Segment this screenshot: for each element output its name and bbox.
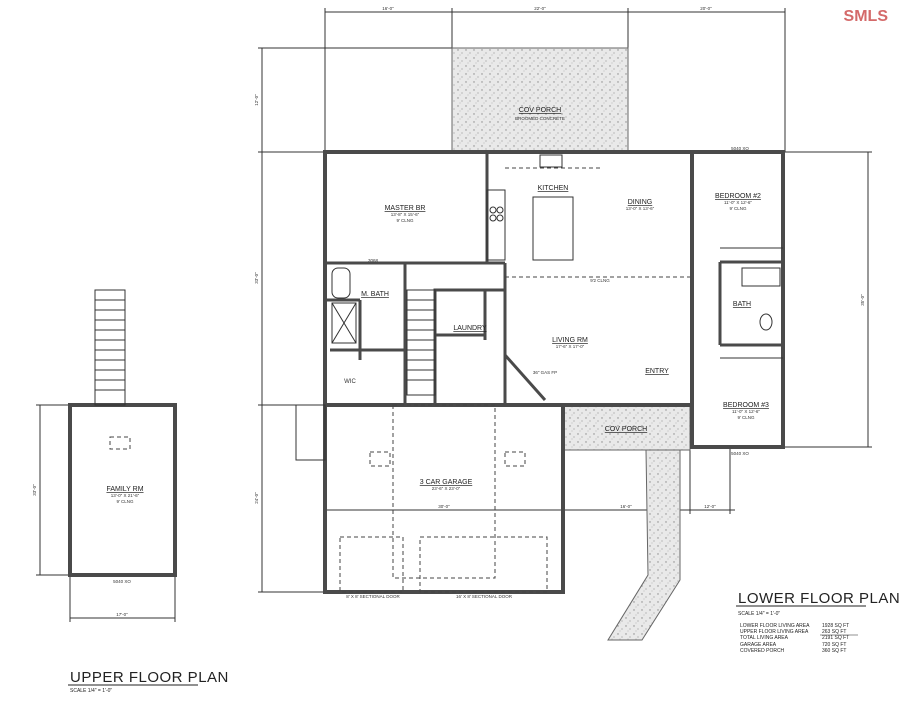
note-door-left: 8' X 8' SECTIONAL DOOR <box>346 594 400 599</box>
dim-wing-width: 12'-0" <box>704 504 716 509</box>
note-window-bottom: 5040 XO <box>731 451 749 456</box>
label-bedroom2: BEDROOM #2 <box>715 193 761 200</box>
note-ceiling: 9'2 CLNG <box>590 278 610 283</box>
label-mbath: M. BATH <box>361 291 389 298</box>
note-door-right: 16' X 8' SECTIONAL DOOR <box>456 594 513 599</box>
upper-window: 5040 XO <box>113 579 131 584</box>
area-value: 1928 SQ FT <box>822 623 849 629</box>
label-living: LIVING RM <box>552 337 588 344</box>
dim-top-1: 16'-0" <box>382 6 394 11</box>
tub <box>741 267 781 287</box>
area-value: 720 SQ FT <box>822 642 846 648</box>
dim-right: 35'-0" <box>860 294 865 306</box>
label-kitchen: KITCHEN <box>538 185 569 192</box>
note-door: 3068 <box>368 258 379 263</box>
label-bedroom3: BEDROOM #3 <box>723 402 769 409</box>
label-bath: BATH <box>733 301 751 308</box>
label-bedroom2-sub: 11'-0" X 12'-6" <box>724 200 752 205</box>
master-tub <box>331 267 351 299</box>
label-master-ceiling: 9' CLNG <box>396 218 414 223</box>
lower-plan-title: LOWER FLOOR PLAN <box>738 590 900 607</box>
dim-top-3: 20'-0" <box>700 6 712 11</box>
upper-plan-title: UPPER FLOOR PLAN <box>70 669 229 686</box>
dim-upper-depth: 33'-0" <box>32 484 37 496</box>
lower-plan-scale: SCALE 1/4" = 1'-0" <box>738 611 780 617</box>
label-rear-porch: COV PORCH <box>519 107 561 114</box>
area-label: LOWER FLOOR LIVING AREA <box>740 623 810 629</box>
label-family-room: FAMILY RM <box>106 486 143 493</box>
label-family-room-ceiling: 9' CLNG <box>116 499 134 504</box>
label-rear-porch-sub: BROOMED CONCRETE <box>515 116 565 121</box>
label-master: MASTER BR <box>385 205 426 212</box>
rear-porch-slab <box>451 47 629 153</box>
label-master-sub: 13'-8" X 15'-6" <box>391 212 420 217</box>
stairs-lower <box>406 289 436 396</box>
garage-outlines <box>295 404 548 593</box>
area-value: 360 SQ FT <box>822 648 846 654</box>
label-wic: WIC <box>344 379 356 385</box>
area-label: UPPER FLOOR LIVING AREA <box>740 629 809 635</box>
label-living-sub: 17'-6" X 17'-0" <box>556 344 585 349</box>
label-family-room-sub: 13'-0" X 21'-6" <box>111 493 140 498</box>
dim-garage-width: 30'-0" <box>438 504 450 509</box>
label-dining: DINING <box>628 199 653 206</box>
watermark: SMLS <box>843 8 888 25</box>
area-table: LOWER FLOOR LIVING AREA 1928 SQ FT UPPER… <box>740 623 858 654</box>
upper-floor-walls <box>68 289 177 577</box>
dim-left-garage: 24'-0" <box>254 492 259 504</box>
dim-left-top: 12'-0" <box>254 94 259 106</box>
upper-plan-scale: SCALE 1/4" = 1'-0" <box>70 688 112 694</box>
label-garage-sub: 23'-6" X 23'-0" <box>432 486 461 491</box>
dim-upper-width: 17'-0" <box>116 612 128 617</box>
note-fireplace: 36" GAS FP <box>533 370 557 375</box>
dim-porch-width: 16'-0" <box>620 504 632 509</box>
label-bedroom3-sub: 11'-0" X 12'-6" <box>732 409 760 414</box>
label-garage: 3 CAR GARAGE <box>420 479 473 486</box>
area-label: GARAGE AREA <box>740 642 777 648</box>
dimension-lines <box>36 8 872 622</box>
note-window-top: 5040 XO <box>731 146 749 151</box>
area-value: 2191 SQ FT <box>822 635 849 641</box>
label-dining-sub: 13'-0" X 13'-6" <box>626 206 655 211</box>
dim-left-house: 33'-0" <box>254 272 259 284</box>
label-front-porch: COV PORCH <box>605 426 647 433</box>
toilet <box>759 313 773 331</box>
shower <box>331 302 357 344</box>
area-label: COVERED PORCH <box>740 648 785 654</box>
label-bedroom3-ceiling: 9' CLNG <box>737 415 755 420</box>
kitchen-fixtures <box>486 154 690 278</box>
label-entry: ENTRY <box>645 368 669 375</box>
label-bedroom2-ceiling: 9' CLNG <box>729 206 747 211</box>
label-laundry: LAUNDRY <box>453 325 487 332</box>
walkway <box>607 449 681 641</box>
dim-top-2: 22'-0" <box>534 6 546 11</box>
area-label: TOTAL LIVING AREA <box>740 635 789 641</box>
front-porch-slab <box>562 404 691 451</box>
area-value: 263 SQ FT <box>822 629 846 635</box>
